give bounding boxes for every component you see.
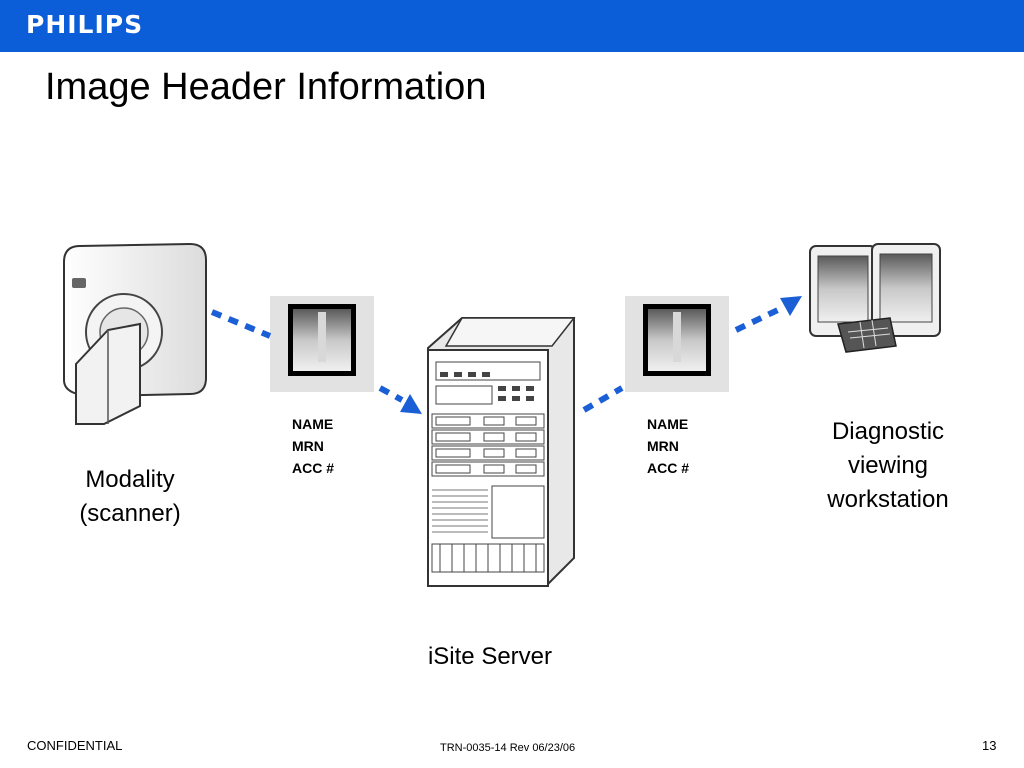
page-title: Image Header Information [45, 66, 487, 108]
arrow-image-to-workstation [734, 305, 784, 333]
field-name: NAME [647, 416, 689, 432]
page-number: 13 [982, 738, 997, 753]
field-name: NAME [292, 416, 334, 432]
document-reference: TRN-0035-14 Rev 06/23/06 [440, 742, 576, 754]
field-mrn: MRN [292, 438, 324, 454]
header-fields-left: NAME MRN ACC # [292, 413, 334, 479]
field-mrn: MRN [647, 438, 679, 454]
field-acc: ACC # [647, 460, 690, 476]
philips-logo: PHILIPS [26, 10, 144, 39]
ct-scanner-icon [63, 242, 207, 425]
workstation-label: Diagnostic viewing workstation [827, 418, 949, 513]
server-rack-icon [427, 317, 576, 587]
arrow-image-to-server [378, 385, 404, 403]
arrowhead-workstation [780, 296, 802, 316]
xray-image-icon [625, 296, 729, 392]
arrow-scanner-to-image [210, 309, 272, 339]
workstation-monitors-icon [809, 243, 941, 353]
xray-image-icon [270, 296, 374, 392]
server-label: iSite Server [427, 643, 553, 670]
field-acc: ACC # [292, 460, 335, 476]
modality-label: Modality (scanner) [79, 466, 181, 527]
header-bar: PHILIPS [0, 0, 1024, 52]
confidential-label: CONFIDENTIAL [27, 738, 123, 753]
header-fields-right: NAME MRN ACC # [647, 413, 689, 479]
arrow-server-to-image [582, 385, 624, 413]
arrowhead-server [400, 394, 422, 414]
